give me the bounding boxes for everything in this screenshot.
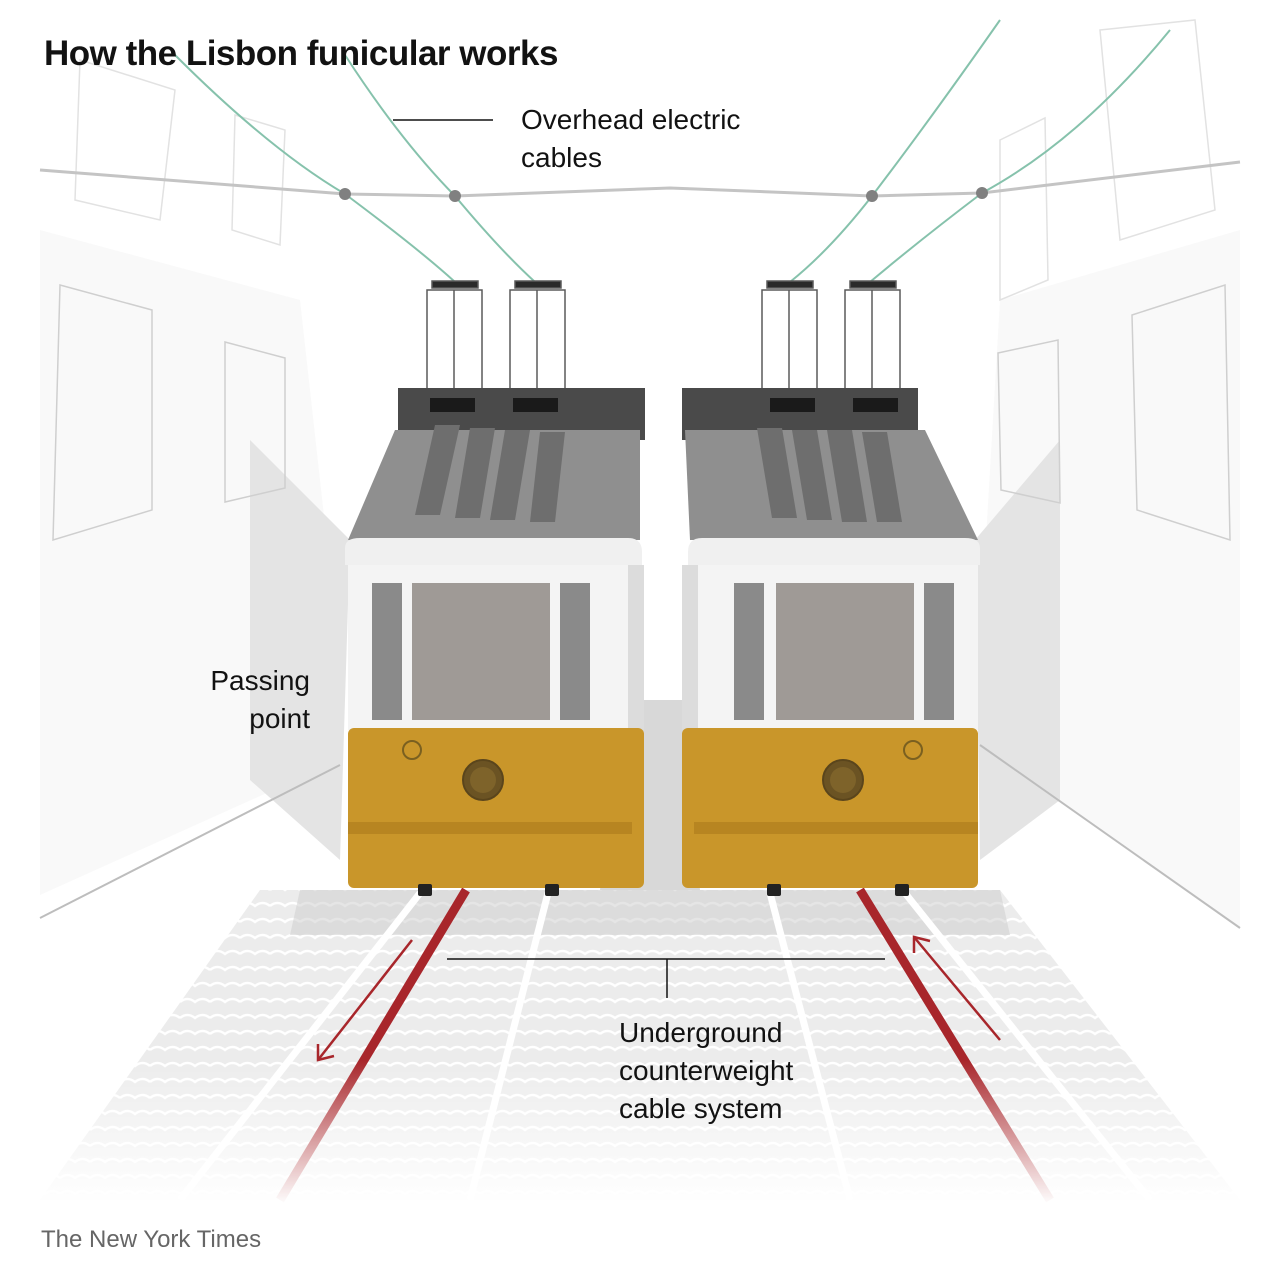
tram-left xyxy=(345,280,645,896)
underground-label-line3: cable system xyxy=(619,1093,783,1124)
street-fade xyxy=(0,1060,1280,1205)
overhead-cables-label: Overhead electric cables xyxy=(521,101,821,177)
page-title: How the Lisbon funicular works xyxy=(44,34,558,73)
passing-point-label: Passing point xyxy=(160,662,310,738)
overhead-label-line2: cables xyxy=(521,142,602,173)
overhead-cables xyxy=(39,19,1241,283)
underground-cable-label: Underground counterweight cable system xyxy=(619,1014,879,1128)
tram-left-pantographs xyxy=(426,280,566,391)
underground-label-line2: counterweight xyxy=(619,1055,794,1086)
underground-label-line1: Underground xyxy=(619,1017,783,1048)
passing-label-line2: point xyxy=(249,703,310,734)
passing-label-line1: Passing xyxy=(210,665,310,696)
cable-direction-arrow-up xyxy=(912,935,1001,1041)
building-windows xyxy=(52,19,1231,542)
tram-right xyxy=(682,280,980,896)
tram-right-pantographs xyxy=(761,280,901,391)
overhead-label-line1: Overhead electric xyxy=(521,104,741,135)
source-credit: The New York Times xyxy=(41,1226,262,1253)
underground-leader-line xyxy=(447,958,885,998)
street-walls xyxy=(39,230,1241,929)
